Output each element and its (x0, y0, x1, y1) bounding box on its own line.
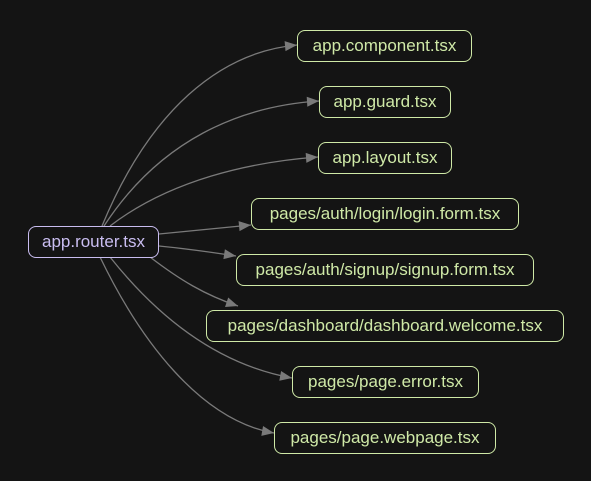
edge-0 (101, 44, 298, 227)
arrowhead-2 (305, 152, 318, 163)
node-page-error[interactable]: pages/page.error.tsx (292, 366, 479, 398)
node-app-guard[interactable]: app.guard.tsx (319, 86, 451, 118)
edge-2 (109, 156, 319, 227)
node-app-component[interactable]: app.component.tsx (297, 30, 472, 62)
arrowhead-0 (284, 41, 297, 52)
edge-1 (103, 100, 320, 227)
arrowhead-5 (225, 297, 238, 307)
node-page-webpage[interactable]: pages/page.webpage.tsx (274, 422, 496, 454)
node-dashboard-welcome[interactable]: pages/dashboard/dashboard.welcome.tsx (206, 310, 564, 342)
edge-3 (158, 224, 252, 235)
edge-6 (109, 256, 293, 379)
node-login-form[interactable]: pages/auth/login/login.form.tsx (251, 198, 519, 230)
arrowhead-4 (223, 249, 236, 260)
node-app-layout[interactable]: app.layout.tsx (318, 142, 452, 174)
arrowhead-6 (279, 370, 292, 381)
arrowhead-3 (238, 221, 251, 232)
arrowhead-1 (306, 96, 319, 107)
node-signup-form[interactable]: pages/auth/signup/signup.form.tsx (236, 254, 534, 286)
edge-7 (99, 256, 275, 434)
arrowhead-7 (261, 425, 274, 436)
node-app-router[interactable]: app.router.tsx (28, 226, 159, 258)
edge-5 (149, 256, 239, 307)
